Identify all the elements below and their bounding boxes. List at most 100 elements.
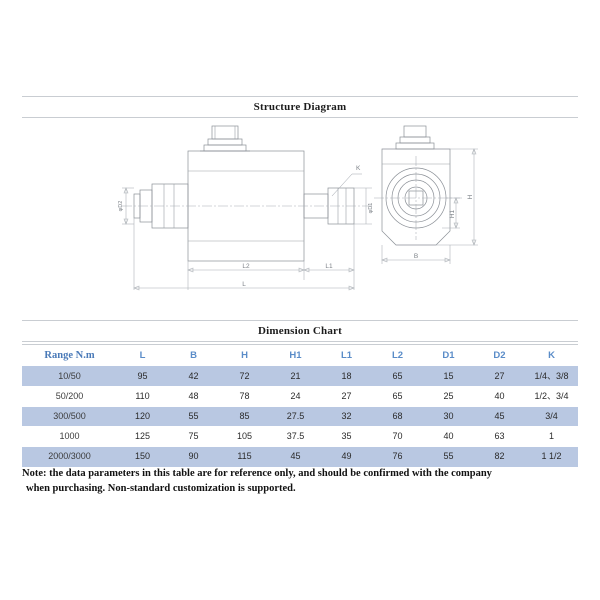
cell-b: 90 [168, 446, 219, 466]
cell-k: 3/4 [525, 406, 578, 426]
cell-b: 55 [168, 406, 219, 426]
table-header-row: Range N.m L B H H1 L1 L2 D1 D2 K [22, 344, 578, 366]
cell-h1: 27.5 [270, 406, 321, 426]
front-top-connector [395, 125, 435, 150]
cell-l: 110 [117, 386, 168, 406]
dimension-b-label: B [414, 253, 418, 260]
cell-range: 50/200 [22, 386, 117, 406]
cell-l: 95 [117, 366, 168, 386]
cell-h: 78 [219, 386, 270, 406]
cell-l1: 18 [321, 366, 372, 386]
table-bottom-rule [22, 466, 578, 467]
cell-l2: 70 [372, 426, 423, 446]
cell-b: 42 [168, 366, 219, 386]
column-header-range: Range N.m [22, 344, 117, 366]
cell-d2: 82 [474, 446, 525, 466]
column-header-b: B [168, 344, 219, 366]
column-header-k: K [525, 344, 578, 366]
structure-diagram-section: Structure Diagram [22, 96, 578, 296]
side-view-group: φD2 φD1 K [118, 125, 374, 291]
diameter-left-dimension: φD2 [118, 187, 134, 225]
cell-range: 1000 [22, 426, 117, 446]
column-header-d1: D1 [423, 344, 474, 366]
cell-d2: 63 [474, 426, 525, 446]
cell-h1: 21 [270, 366, 321, 386]
dimension-b: B [381, 245, 451, 264]
structure-diagram-drawing: φD2 φD1 K [22, 118, 578, 296]
dimension-chart-section: Dimension Chart Range N.m L B H [22, 320, 578, 467]
table-header: Range N.m L B H H1 L1 L2 D1 D2 K [22, 344, 578, 366]
cell-k: 1/4、3/8 [525, 366, 578, 386]
table-row: 300/500 120 55 85 27.5 32 68 30 45 3/4 [22, 406, 578, 426]
table-row: 2000/3000 150 90 115 45 49 76 55 82 1 1/… [22, 446, 578, 466]
diameter-right-dimension: φD1 [354, 187, 374, 225]
cell-d1: 15 [423, 366, 474, 386]
cell-h1: 24 [270, 386, 321, 406]
cell-h1: 37.5 [270, 426, 321, 446]
cell-l: 150 [117, 446, 168, 466]
cell-d2: 27 [474, 366, 525, 386]
cell-l1: 35 [321, 426, 372, 446]
table-row: 10/50 95 42 72 21 18 65 15 27 1/4、3/8 [22, 366, 578, 386]
cell-d2: 40 [474, 386, 525, 406]
dimension-l: L [133, 281, 355, 291]
cell-k: 1 [525, 426, 578, 446]
cell-range: 300/500 [22, 406, 117, 426]
column-header-l2: L2 [372, 344, 423, 366]
cell-l2: 65 [372, 386, 423, 406]
cell-b: 48 [168, 386, 219, 406]
cell-k: 1 1/2 [525, 446, 578, 466]
dimension-l1-label: L1 [325, 263, 333, 270]
column-header-h: H [219, 344, 270, 366]
technical-drawing-svg: φD2 φD1 K [118, 125, 478, 291]
dimension-h-label: H [467, 194, 474, 199]
diameter-d1-label: φD1 [368, 203, 374, 214]
cell-h: 85 [219, 406, 270, 426]
diameter-d2-label: φD2 [118, 201, 124, 212]
cell-d1: 40 [423, 426, 474, 446]
cell-h: 115 [219, 446, 270, 466]
column-header-h1: H1 [270, 344, 321, 366]
note-line-1: Note: the data parameters in this table … [22, 468, 492, 479]
dimension-l-label: L [242, 281, 246, 288]
cell-k: 1/2、3/4 [525, 386, 578, 406]
dimension-table: Range N.m L B H H1 L1 L2 D1 D2 K 10/50 9… [22, 344, 578, 466]
cell-d1: 25 [423, 386, 474, 406]
dimension-l1: L1 [303, 263, 355, 273]
note-line-2: when purchasing. Non-standard customizat… [26, 483, 296, 494]
cell-d1: 55 [423, 446, 474, 466]
table-body: 10/50 95 42 72 21 18 65 15 27 1/4、3/8 50… [22, 366, 578, 466]
cell-range: 10/50 [22, 366, 117, 386]
cell-l: 125 [117, 426, 168, 446]
dimension-h: H [436, 148, 478, 246]
k-callout-label: K [356, 165, 361, 172]
table-row: 1000 125 75 105 37.5 35 70 40 63 1 [22, 426, 578, 446]
cell-range: 2000/3000 [22, 446, 117, 466]
cell-h: 105 [219, 426, 270, 446]
dimension-h1: H1 [442, 197, 460, 229]
cell-b: 75 [168, 426, 219, 446]
front-view-group: H H1 [374, 125, 478, 264]
cell-d1: 30 [423, 406, 474, 426]
cell-l2: 68 [372, 406, 423, 426]
cell-l: 120 [117, 406, 168, 426]
cell-l1: 32 [321, 406, 372, 426]
cell-l1: 49 [321, 446, 372, 466]
cell-l1: 27 [321, 386, 372, 406]
column-header-d2: D2 [474, 344, 525, 366]
dimension-chart-title: Dimension Chart [22, 320, 578, 342]
cell-h1: 45 [270, 446, 321, 466]
dimension-l2-label: L2 [242, 263, 250, 270]
column-header-l: L [117, 344, 168, 366]
k-callout: K [331, 165, 362, 197]
cell-l2: 76 [372, 446, 423, 466]
table-row: 50/200 110 48 78 24 27 65 25 40 1/2、3/4 [22, 386, 578, 406]
cell-h: 72 [219, 366, 270, 386]
cell-l2: 65 [372, 366, 423, 386]
top-connector [200, 125, 250, 152]
cell-d2: 45 [474, 406, 525, 426]
dimension-h1-label: H1 [449, 209, 456, 218]
column-header-l1: L1 [321, 344, 372, 366]
note-block: Note: the data parameters in this table … [22, 466, 578, 496]
